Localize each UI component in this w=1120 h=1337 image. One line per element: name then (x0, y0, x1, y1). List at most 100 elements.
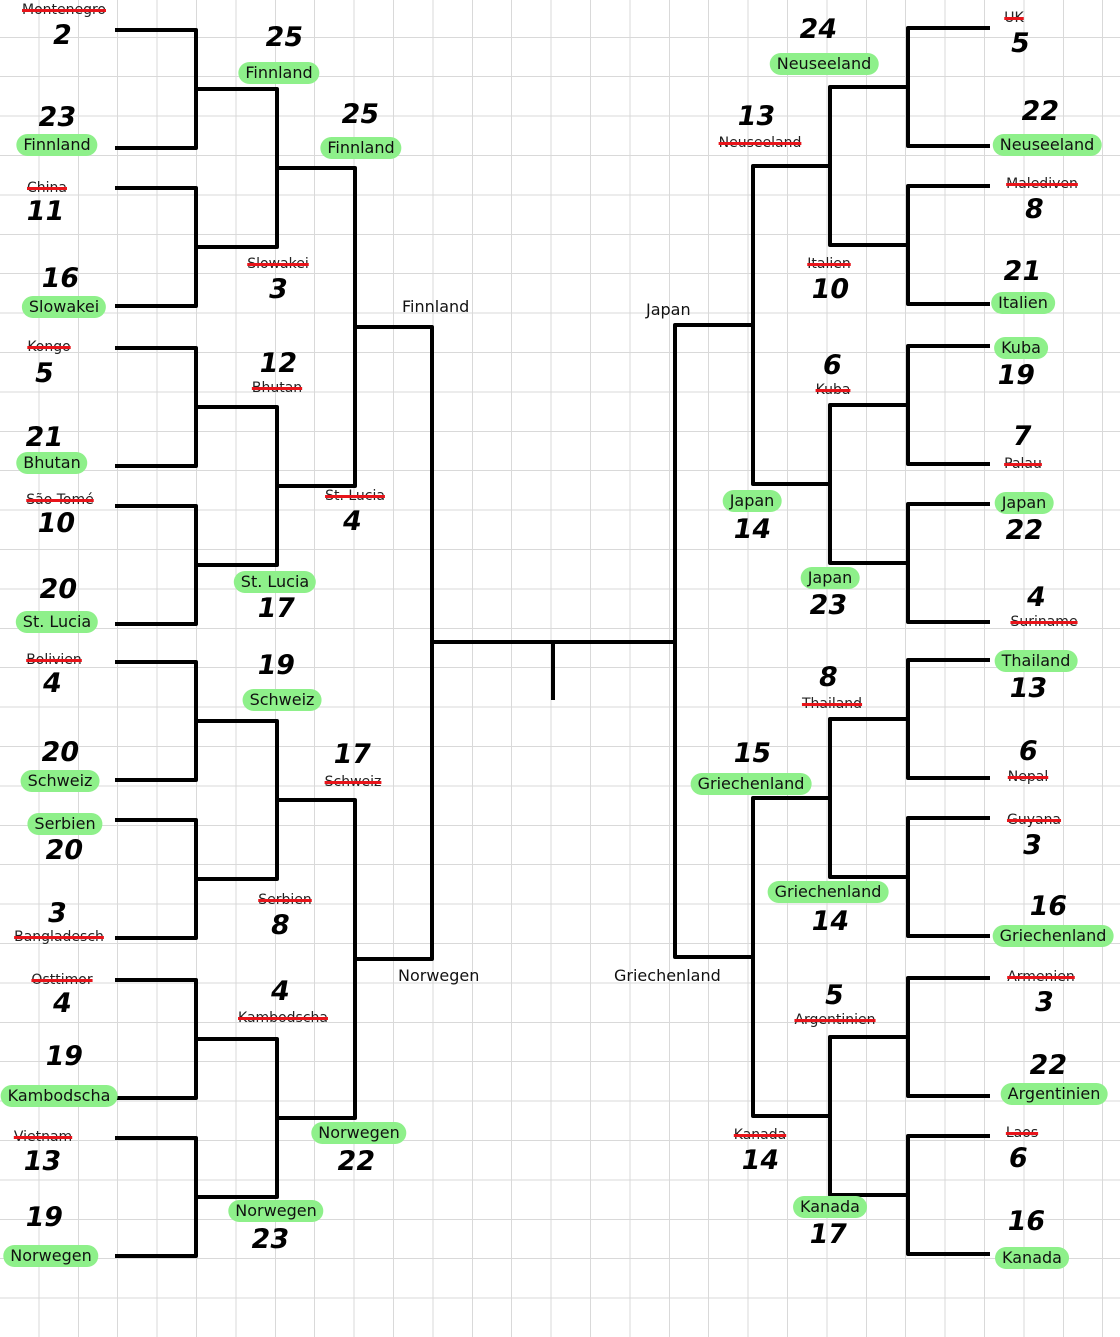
bracket-connector (115, 978, 198, 1100)
team-score: 10 (34, 508, 78, 539)
advanced-team-label: Griechenland (690, 773, 812, 795)
eliminated-team-label: Palau (1004, 456, 1042, 472)
advanced-team-label: Argentinien (1000, 1083, 1108, 1105)
team-score: 16 (1004, 1206, 1048, 1237)
bracket-connector (906, 26, 990, 148)
team-score: 19 (42, 1041, 86, 1072)
bracket-connector (196, 405, 279, 567)
advanced-team-label: Neuseeland (769, 53, 879, 75)
team-score: 21 (1000, 256, 1044, 287)
team-score: 19 (994, 360, 1038, 391)
team-score: 20 (36, 574, 80, 605)
eliminated-team-label: St. Lucia (325, 488, 385, 504)
team-score: 21 (22, 422, 66, 453)
team-score: 17 (806, 1219, 850, 1250)
eliminated-team-label: Osttimor (31, 972, 93, 988)
eliminated-team-label: Bolivien (26, 652, 82, 668)
bracket-connector (906, 502, 990, 624)
team-score: 25 (338, 99, 382, 130)
bracket-connector (355, 325, 434, 961)
bracket-connector (906, 184, 990, 306)
advanced-team-label: Bhutan (16, 452, 88, 474)
eliminated-team-label: Bangladesch (14, 929, 104, 945)
advanced-team-label: Norwegen (3, 1245, 99, 1267)
bracket-connector (115, 186, 198, 308)
semifinal-team-label: Griechenland (614, 966, 721, 985)
advanced-team-label: Thailand (994, 650, 1078, 672)
advanced-team-label: Neuseeland (992, 134, 1102, 156)
team-score: 13 (734, 101, 778, 132)
team-score: 13 (20, 1146, 64, 1177)
eliminated-team-label: Slowakei (247, 256, 309, 272)
bracket-connector (828, 403, 908, 565)
eliminated-team-label: São Tomé (26, 492, 94, 508)
team-score: 19 (254, 650, 298, 681)
bracket-connector (277, 166, 357, 488)
advanced-team-label: Schweiz (20, 770, 100, 792)
advanced-team-label: Kanada (995, 1247, 1069, 1269)
team-score: 24 (796, 14, 840, 45)
bracket-connector (115, 346, 198, 468)
bracket-connector (828, 717, 908, 879)
advanced-team-label: Italien (991, 292, 1055, 314)
bracket-connector (115, 1136, 198, 1258)
eliminated-team-label: Malediven (1006, 176, 1078, 192)
advanced-team-label: Japan (722, 490, 782, 512)
team-score: 22 (1018, 96, 1062, 127)
team-score: 17 (330, 739, 374, 770)
advanced-team-label: Kuba (994, 337, 1048, 359)
eliminated-team-label: Bhutan (251, 380, 303, 396)
eliminated-team-label: Argentinien (794, 1012, 876, 1028)
advanced-team-label: Kambodscha (0, 1085, 118, 1107)
team-score: 19 (22, 1202, 66, 1233)
semifinal-team-label: Finnland (402, 297, 470, 316)
bracket-connector (115, 818, 198, 940)
bracket-connector (906, 344, 990, 466)
advanced-team-label: St. Lucia (15, 611, 99, 633)
team-score: 12 (256, 348, 300, 379)
eliminated-team-label: Kambodscha (238, 1010, 328, 1026)
advanced-team-label: Griechenland (767, 881, 889, 903)
team-score: 17 (254, 593, 298, 624)
team-score: 13 (1006, 673, 1050, 704)
bracket-connector (751, 796, 830, 1118)
bracket-connector (196, 719, 279, 881)
advanced-team-label: Finnland (320, 137, 402, 159)
eliminated-team-label: Italien (807, 256, 851, 272)
team-score: 22 (1002, 515, 1046, 546)
team-score: 23 (806, 590, 850, 621)
bracket-connector (906, 658, 990, 780)
advanced-team-label: Schweiz (242, 689, 322, 711)
bracket-connector (196, 87, 279, 249)
advanced-team-label: St. Lucia (233, 571, 317, 593)
bracket-connector (115, 28, 198, 150)
team-score: 14 (730, 514, 774, 545)
advanced-team-label: Finnland (16, 134, 98, 156)
eliminated-team-label: Schweiz (324, 774, 382, 790)
team-score: 14 (738, 1145, 782, 1176)
bracket-connector (828, 85, 908, 247)
advanced-team-label: Kanada (793, 1196, 867, 1218)
eliminated-team-label: Nepal (1007, 769, 1049, 785)
eliminated-team-label: Kanada (733, 1127, 787, 1143)
advanced-team-label: Griechenland (992, 925, 1114, 947)
eliminated-team-label: Montenegro (21, 2, 107, 18)
team-score: 22 (334, 1146, 378, 1177)
advanced-team-label: Finnland (238, 62, 320, 84)
eliminated-team-label: Suriname (1010, 614, 1078, 630)
advanced-team-label: Norwegen (228, 1200, 324, 1222)
bracket-connector (277, 798, 357, 1120)
team-score: 10 (808, 274, 852, 305)
team-score: 20 (38, 737, 82, 768)
bracket-connector (673, 323, 753, 959)
eliminated-team-label: Neuseeland (718, 135, 802, 151)
bracket-connector (906, 816, 990, 938)
eliminated-team-label: UK (1004, 10, 1024, 26)
advanced-team-label: Slowakei (21, 296, 107, 318)
eliminated-team-label: Laos (1005, 1125, 1039, 1141)
team-score: 16 (38, 263, 82, 294)
advanced-team-label: Japan (800, 567, 860, 589)
advanced-team-label: Norwegen (311, 1122, 407, 1144)
eliminated-team-label: Guyana (1006, 812, 1062, 828)
